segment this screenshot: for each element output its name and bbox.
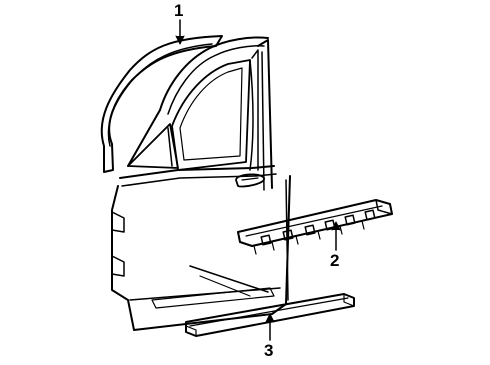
leader-lines (175, 19, 341, 341)
callout-number-3: 3 (264, 341, 274, 360)
callout-number-2: 2 (330, 251, 340, 270)
callout-number-1: 1 (174, 1, 184, 20)
molding-clips (260, 209, 376, 246)
body-side-molding (185, 293, 355, 337)
front-door-panel (111, 36, 291, 331)
door-trim-molding (237, 199, 393, 255)
